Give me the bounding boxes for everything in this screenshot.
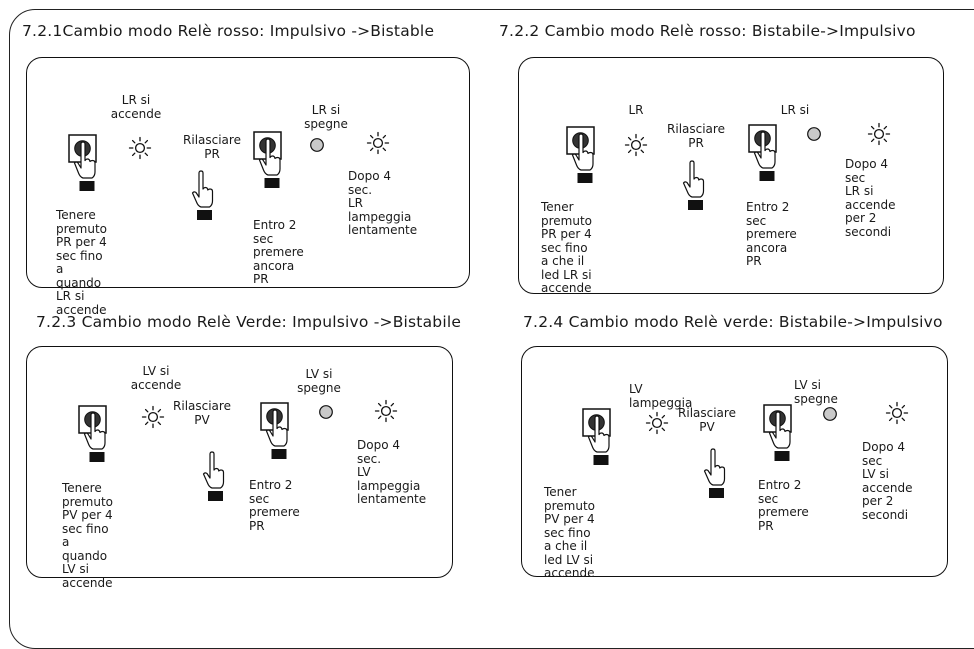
release-label: Rilasciare PV	[678, 406, 736, 434]
finger-press-button-icon	[260, 402, 289, 459]
led-on-icon	[374, 399, 398, 423]
led-off-icon	[319, 405, 333, 419]
section-title: 7.2.4 Cambio modo Relè verde: Bistabile-…	[523, 313, 943, 331]
finger-release-icon	[703, 448, 726, 498]
finger-release-icon	[202, 451, 225, 501]
led-on-label: LV si accende	[130, 364, 182, 392]
release-label: Rilasciare PR	[183, 133, 241, 161]
led-off-label: LR si spegne	[304, 103, 348, 131]
led-blinking-label: LV lampeggia	[629, 382, 693, 410]
finger-press-button-icon	[582, 408, 611, 465]
result-description: Dopo 4 sec LR si accende per 2 secondi	[845, 157, 896, 239]
finger-release-icon	[682, 160, 705, 210]
led-on-icon	[624, 133, 648, 157]
finger-press-button-icon	[566, 126, 595, 183]
led-off-icon	[310, 138, 324, 152]
finger-press-button-icon	[763, 404, 792, 461]
press-again-instruction: Entro 2 sec premere ancora PR	[746, 200, 797, 268]
finger-press-button-icon	[748, 124, 777, 181]
led-on-icon	[141, 405, 165, 429]
diagram-panel	[521, 346, 948, 577]
led-off-label: LV si spegne	[297, 367, 341, 395]
result-description: Dopo 4 sec LV si accende per 2 secondi	[862, 440, 913, 522]
finger-press-button-icon	[78, 405, 107, 462]
diagram-panel	[26, 346, 453, 578]
section-title: 7.2.3 Cambio modo Relè Verde: Impulsivo …	[36, 313, 462, 331]
finger-release-icon	[191, 170, 214, 220]
release-label: Rilasciare PR	[667, 122, 725, 150]
led-on-label: LR	[628, 103, 644, 117]
hold-instruction: Tenere premuto PR per 4 sec fino a quand…	[56, 208, 108, 317]
led-on-icon	[366, 131, 390, 155]
led-off-label: LR si	[780, 103, 810, 117]
led-off-icon	[807, 127, 821, 141]
led-on-icon	[885, 401, 909, 425]
finger-press-button-icon	[68, 134, 97, 191]
finger-press-button-icon	[253, 131, 282, 188]
led-off-icon	[823, 407, 837, 421]
section-title: 7.2.1Cambio modo Relè rosso: Impulsivo -…	[22, 22, 435, 40]
release-label: Rilasciare PV	[173, 399, 231, 427]
result-description: Dopo 4 sec. LV lampeggia lentamente	[357, 438, 427, 506]
hold-instruction: Tenere premuto PV per 4 sec fino a quand…	[62, 481, 114, 590]
led-on-icon	[128, 136, 152, 160]
led-on-icon	[867, 122, 891, 146]
press-again-instruction: Entro 2 sec premere ancora PR	[253, 218, 304, 286]
diagram-panel	[26, 57, 470, 288]
press-again-instruction: Entro 2 sec premere PR	[249, 478, 300, 533]
hold-instruction: Tener premuto PR per 4 sec fino a che il…	[541, 200, 593, 295]
result-description: Dopo 4 sec. LR lampeggia lentamente	[348, 169, 418, 237]
press-again-instruction: Entro 2 sec premere PR	[758, 478, 809, 533]
led-off-label: LV si spegne	[794, 378, 838, 406]
led-on-icon	[645, 411, 669, 435]
diagram-panel	[518, 57, 944, 294]
hold-instruction: Tener premuto PV per 4 sec fino a che il…	[544, 485, 596, 580]
section-title: 7.2.2 Cambio modo Relè rosso: Bistabile-…	[499, 22, 916, 40]
led-on-label: LR si accende	[110, 93, 162, 121]
